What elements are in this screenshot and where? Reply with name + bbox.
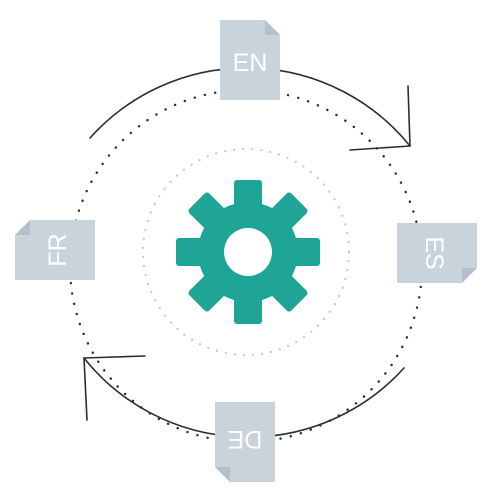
document-icon bbox=[397, 223, 477, 283]
document-fold bbox=[265, 20, 280, 35]
document-label-es: ES bbox=[420, 236, 448, 269]
document-fold bbox=[462, 268, 477, 283]
document-label-fr: FR bbox=[44, 233, 72, 266]
document-label-en: EN bbox=[233, 49, 268, 77]
document-fold bbox=[15, 220, 30, 235]
gear-icon bbox=[176, 180, 320, 324]
document-label-de: DE bbox=[228, 425, 263, 453]
document-en: EN bbox=[220, 20, 280, 100]
document-fold bbox=[215, 467, 230, 482]
document-fr: FR bbox=[15, 220, 95, 280]
document-de: DE bbox=[215, 402, 275, 482]
document-icon bbox=[215, 402, 275, 482]
document-es: ES bbox=[397, 223, 477, 283]
inner-dotted-ring bbox=[141, 147, 351, 357]
document-icon bbox=[220, 20, 280, 100]
document-icon bbox=[15, 220, 95, 280]
gear-hole bbox=[224, 228, 272, 276]
